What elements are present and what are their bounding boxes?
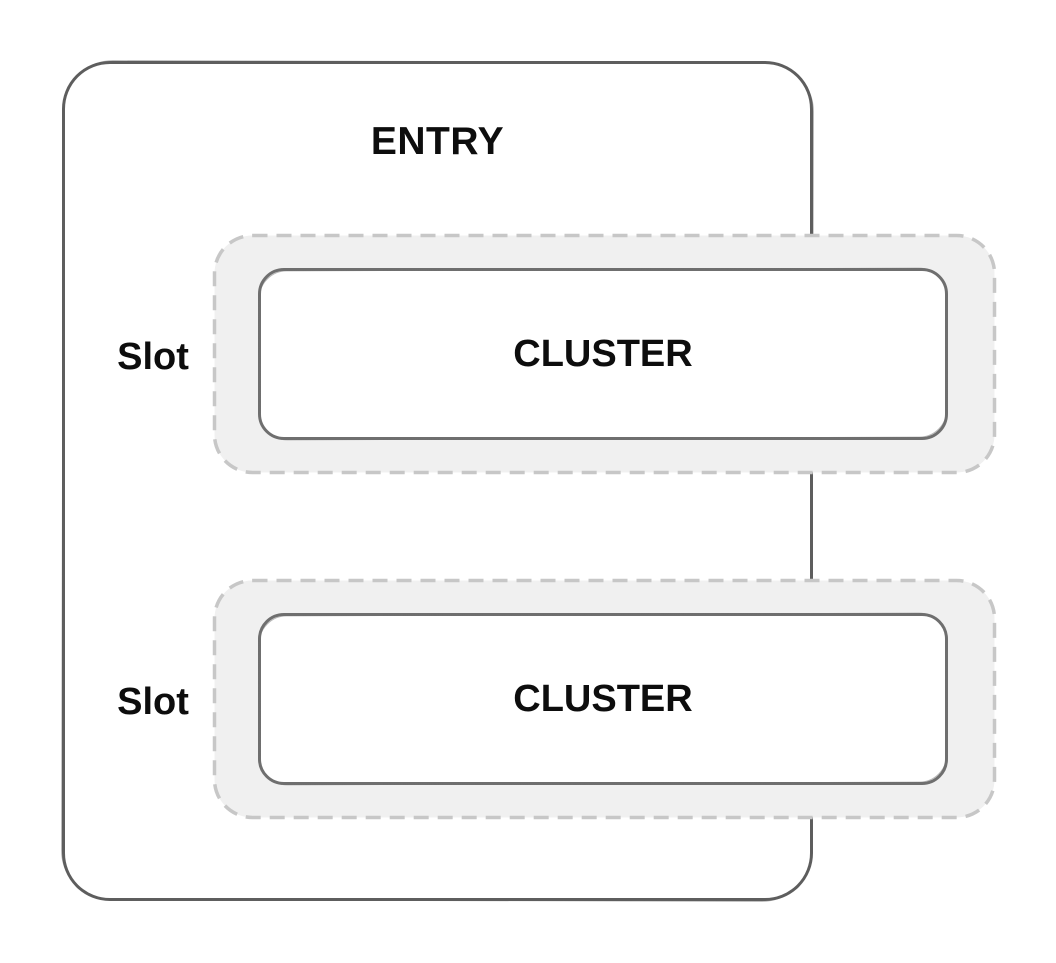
cluster-2-box: CLUSTER <box>258 613 948 785</box>
slot-1-row: CLUSTER <box>212 233 997 475</box>
slot-1-label: Slot <box>117 336 189 378</box>
cluster-1-box: CLUSTER <box>258 268 948 440</box>
entry-container-box <box>62 61 813 901</box>
slot-2-label: Slot <box>117 681 189 723</box>
cluster-2-label: CLUSTER <box>513 677 693 720</box>
slot-2-row: CLUSTER <box>212 578 997 820</box>
entry-label: ENTRY <box>370 120 505 163</box>
cluster-1-label: CLUSTER <box>513 332 693 375</box>
